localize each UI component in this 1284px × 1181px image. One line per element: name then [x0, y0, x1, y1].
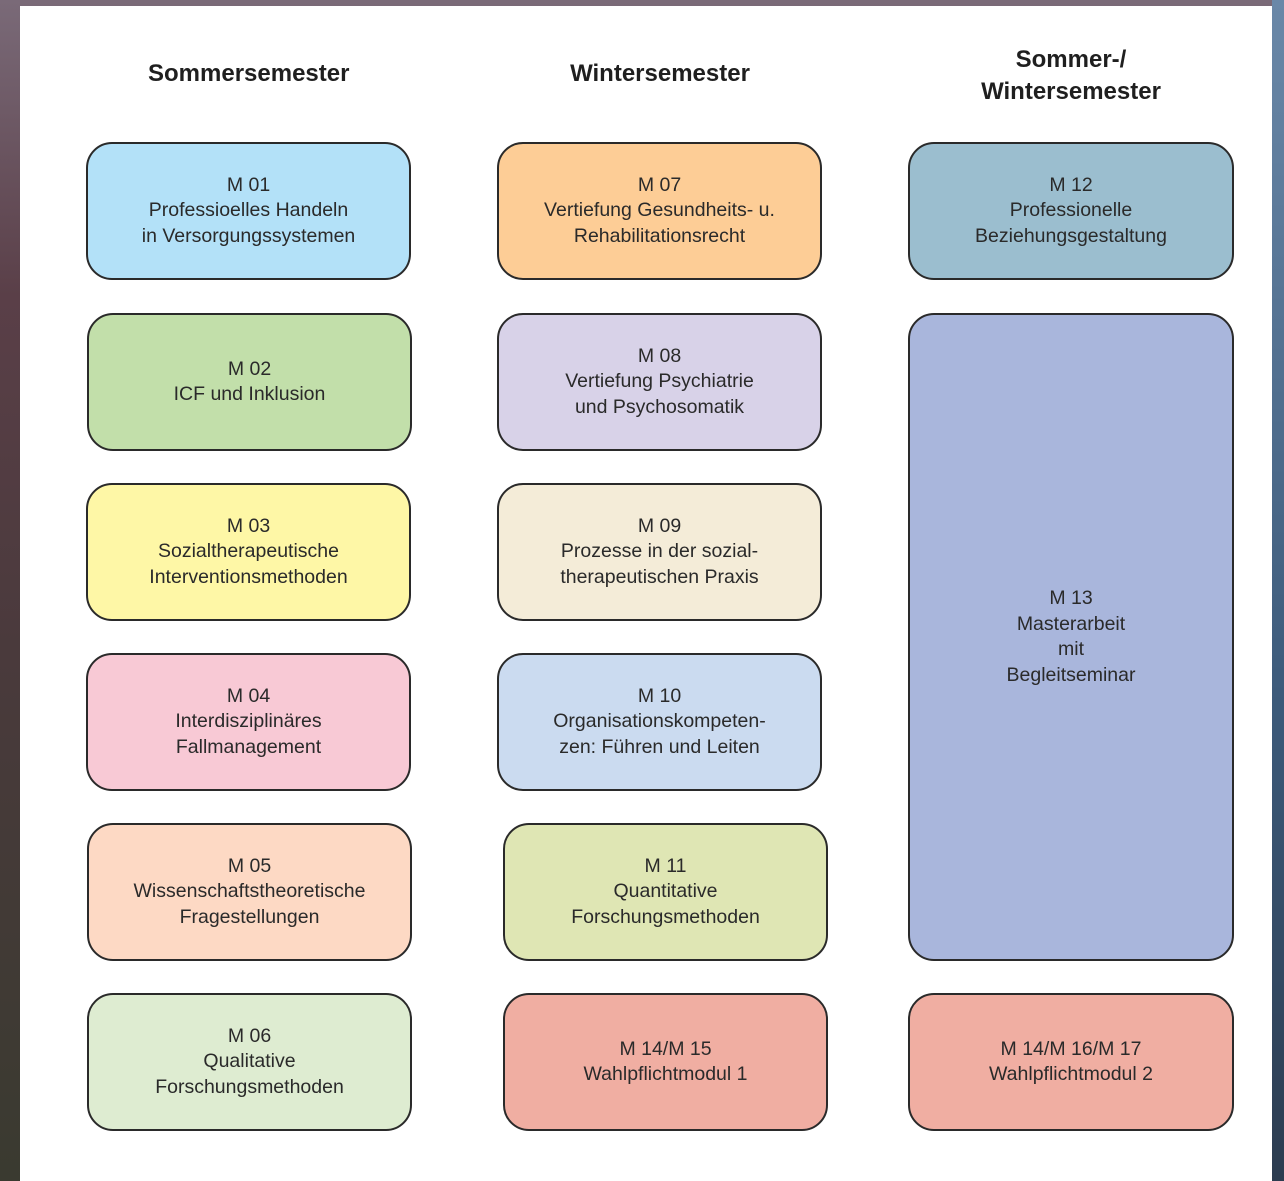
- module-code: M 01: [226, 173, 271, 196]
- module-code: M 12: [1049, 173, 1093, 196]
- module-title-line: Vertiefung Gesundheits- u.: [544, 199, 775, 222]
- module-code: M 04: [226, 684, 271, 707]
- module-code: M 03: [226, 514, 271, 537]
- module-code: M 13: [1049, 587, 1093, 609]
- module-m09: M 09 Prozesse in der sozial- therapeutis…: [497, 483, 822, 621]
- module-m14-m15: M 14/M 15 Wahlpflichtmodul 1: [503, 993, 828, 1131]
- module-title-line: Forschungsmethoden: [571, 905, 760, 928]
- column-header-line: Sommer-/: [1015, 46, 1127, 73]
- module-title-line: Vertiefung Psychiatrie: [565, 370, 754, 393]
- module-title-line: ICF und Inklusion: [173, 383, 326, 405]
- module-code: M 10: [637, 684, 682, 707]
- column-header-summer: Sommersemester: [148, 58, 350, 90]
- module-code: M 06: [227, 1024, 272, 1047]
- module-title-line: Wissenschaftstheoretische: [133, 880, 366, 903]
- module-m02: M 02 ICF und Inklusion: [87, 313, 412, 451]
- module-title-line: zen: Führen und Leiten: [559, 735, 760, 758]
- module-title-line: Forschungsmethoden: [155, 1075, 344, 1098]
- module-code: M 14/M 15: [619, 1037, 712, 1060]
- module-m08: M 08 Vertiefung Psychiatrie und Psychoso…: [497, 313, 822, 451]
- module-code: M 14/M 16/M 17: [1000, 1037, 1142, 1060]
- module-m11: M 11 Quantitative Forschungsmethoden: [503, 823, 828, 961]
- module-title-line: in Versorgungssystemen: [141, 224, 356, 247]
- module-code: M 09: [637, 514, 682, 537]
- module-title-line: Beziehungsgestaltung: [975, 224, 1167, 247]
- column-header-line: Wintersemester: [570, 60, 750, 87]
- module-title-line: Rehabilitationsrecht: [573, 224, 746, 247]
- module-title-line: Professioelles Handeln: [148, 199, 349, 222]
- module-title-line: Masterarbeit: [1016, 612, 1126, 635]
- module-m05: M 05 Wissenschaftstheoretische Fragestel…: [87, 823, 412, 961]
- module-m01: M 01 Professioelles Handeln in Versorgun…: [86, 142, 411, 280]
- module-m14-m16-m17: M 14/M 16/M 17 Wahlpflichtmodul 2: [908, 993, 1234, 1131]
- column-header-summer-winter: Sommer-/ Wintersemester: [951, 44, 1191, 108]
- column-header-winter: Wintersemester: [548, 58, 772, 90]
- module-title-line: und Psychosomatik: [574, 395, 745, 418]
- module-m13: M 13 Masterarbeit mit Begleitseminar: [908, 313, 1234, 961]
- module-title-line: Qualitative: [203, 1050, 296, 1073]
- module-code: M 05: [227, 854, 272, 877]
- module-code: M 02: [227, 357, 272, 380]
- module-title-line: mit: [1058, 638, 1084, 660]
- column-header-line: Wintersemester: [981, 78, 1161, 105]
- module-m04: M 04 Interdisziplinäres Fallmanagement: [86, 653, 411, 791]
- module-title-line: Organisationskompeten-: [553, 710, 766, 733]
- module-title-line: Prozesse in der sozial-: [560, 540, 759, 563]
- column-header-line: Sommersemester: [148, 60, 350, 87]
- module-title-line: Sozialtherapeutische: [157, 540, 340, 563]
- module-code: M 07: [637, 173, 682, 196]
- module-title-line: Interventionsmethoden: [149, 565, 348, 588]
- module-m12: M 12 Professionelle Beziehungsgestaltung: [908, 142, 1234, 280]
- module-title-line: Begleitseminar: [1006, 663, 1136, 686]
- module-m10: M 10 Organisationskompeten- zen: Führen …: [497, 653, 822, 791]
- module-m03: M 03 Sozialtherapeutische Interventionsm…: [86, 483, 411, 621]
- background-edge: [1272, 0, 1284, 1181]
- module-code: M 11: [644, 854, 687, 877]
- module-title-line: Professionelle: [1009, 199, 1133, 222]
- module-title-line: Wahlpflichtmodul 2: [988, 1063, 1154, 1085]
- module-title-line: Fallmanagement: [175, 735, 322, 758]
- module-title-line: Wahlpflichtmodul 1: [583, 1063, 748, 1085]
- module-title-line: Fragestellungen: [179, 905, 320, 928]
- module-m07: M 07 Vertiefung Gesundheits- u. Rehabili…: [497, 142, 822, 280]
- module-title-line: therapeutischen Praxis: [560, 565, 759, 588]
- curriculum-panel: Sommersemester Wintersemester Sommer-/ W…: [20, 6, 1272, 1181]
- module-m06: M 06 Qualitative Forschungsmethoden: [87, 993, 412, 1131]
- module-title-line: Quantitative: [613, 880, 718, 903]
- module-title-line: Interdisziplinäres: [175, 710, 322, 733]
- module-code: M 08: [637, 344, 682, 367]
